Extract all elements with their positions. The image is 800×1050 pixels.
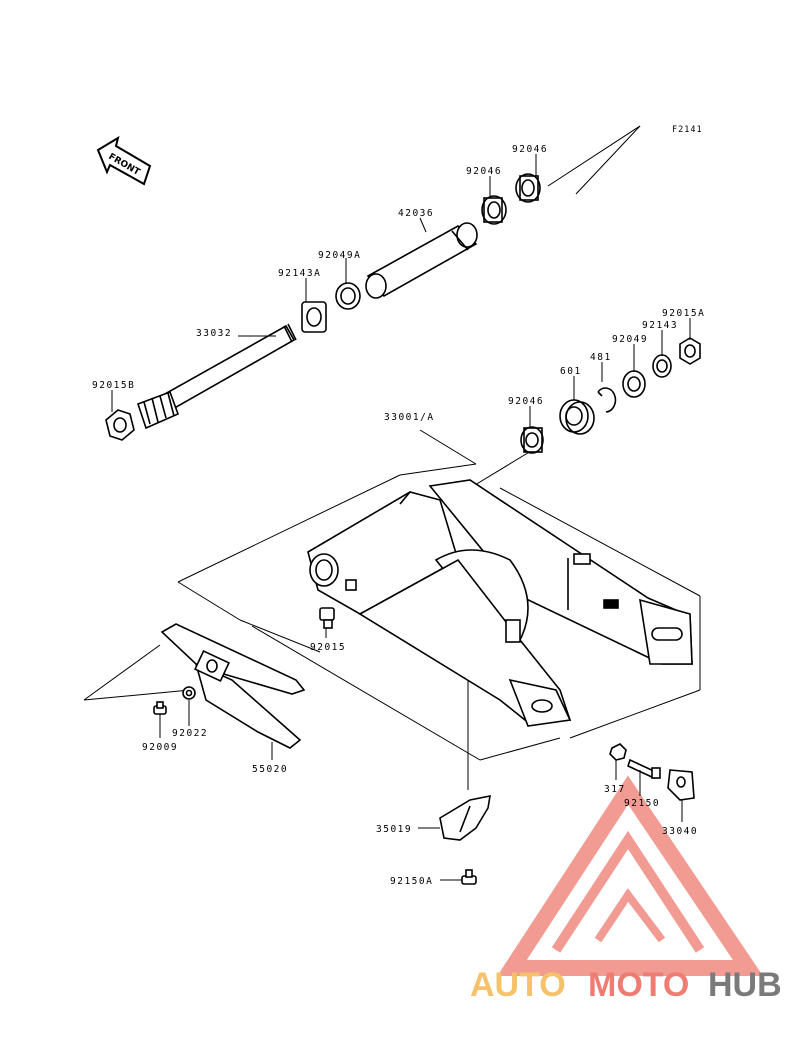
chain-slider-55020 [160,623,306,749]
label-92046-mid: 92046 [466,166,502,177]
leader-lines [111,154,691,881]
label-92150: 92150 [624,798,660,809]
bearing-92046-top [515,173,541,203]
watermark-part3: HUB [708,966,782,1004]
label-92049: 92049 [612,334,648,345]
label-601: 601 [560,366,582,377]
watermark-part2: MOTO [588,966,689,1004]
watermark-text: AUTO MOTO HUB [470,966,782,1004]
label-42036: 42036 [398,208,434,219]
ball-bearing-601 [559,399,595,435]
bolt-92015 [319,607,335,629]
label-92015B: 92015B [92,380,135,391]
circlip-481 [597,387,617,413]
bearing-92046-mid [481,195,507,225]
bolt-92009 [153,701,167,715]
front-arrow-icon: FRONT [96,135,152,186]
label-92143: 92143 [642,320,678,331]
label-92046-top: 92046 [512,144,548,155]
bolt-92150A [461,869,477,885]
label-33032: 33032 [196,328,232,339]
swingarm-33001A [307,479,693,727]
bearing-92046-low [520,426,544,454]
bolt-92150 [627,758,661,780]
collar-92143 [652,354,672,378]
nut-92015B [105,409,135,441]
label-33001A: 33001/A [384,412,435,423]
label-92049A: 92049A [318,250,361,261]
sleeve-42036 [365,222,478,299]
watermark-logo [497,775,764,976]
label-92143A: 92143A [278,268,321,279]
part-labels: 92046 92046 42036 92049A 92143A 33032 92… [92,144,705,887]
nut-92015A [679,337,701,365]
watermark-part1: AUTO [470,966,566,1004]
label-92046-low: 92046 [508,396,544,407]
label-35019: 35019 [376,824,412,835]
label-92015: 92015 [310,642,346,653]
nut-317 [609,743,627,761]
seal-92049 [622,370,646,398]
exploded-guide-lines [83,125,701,790]
figure-code: F2141 [672,125,703,135]
label-55020: 55020 [252,764,288,775]
label-317: 317 [604,784,626,795]
label-33040: 33040 [662,826,698,837]
adjuster-block-33040 [667,769,695,801]
pivot-shaft-33032 [136,323,297,430]
label-92015A: 92015A [662,308,705,319]
label-92150A: 92150A [390,876,433,887]
label-92009: 92009 [142,742,178,753]
seal-92049A [335,282,361,310]
label-481: 481 [590,352,612,363]
label-92022: 92022 [172,728,208,739]
chain-guide-35019 [439,794,491,841]
collar-92143A [301,301,327,333]
washer-92022 [182,686,196,700]
